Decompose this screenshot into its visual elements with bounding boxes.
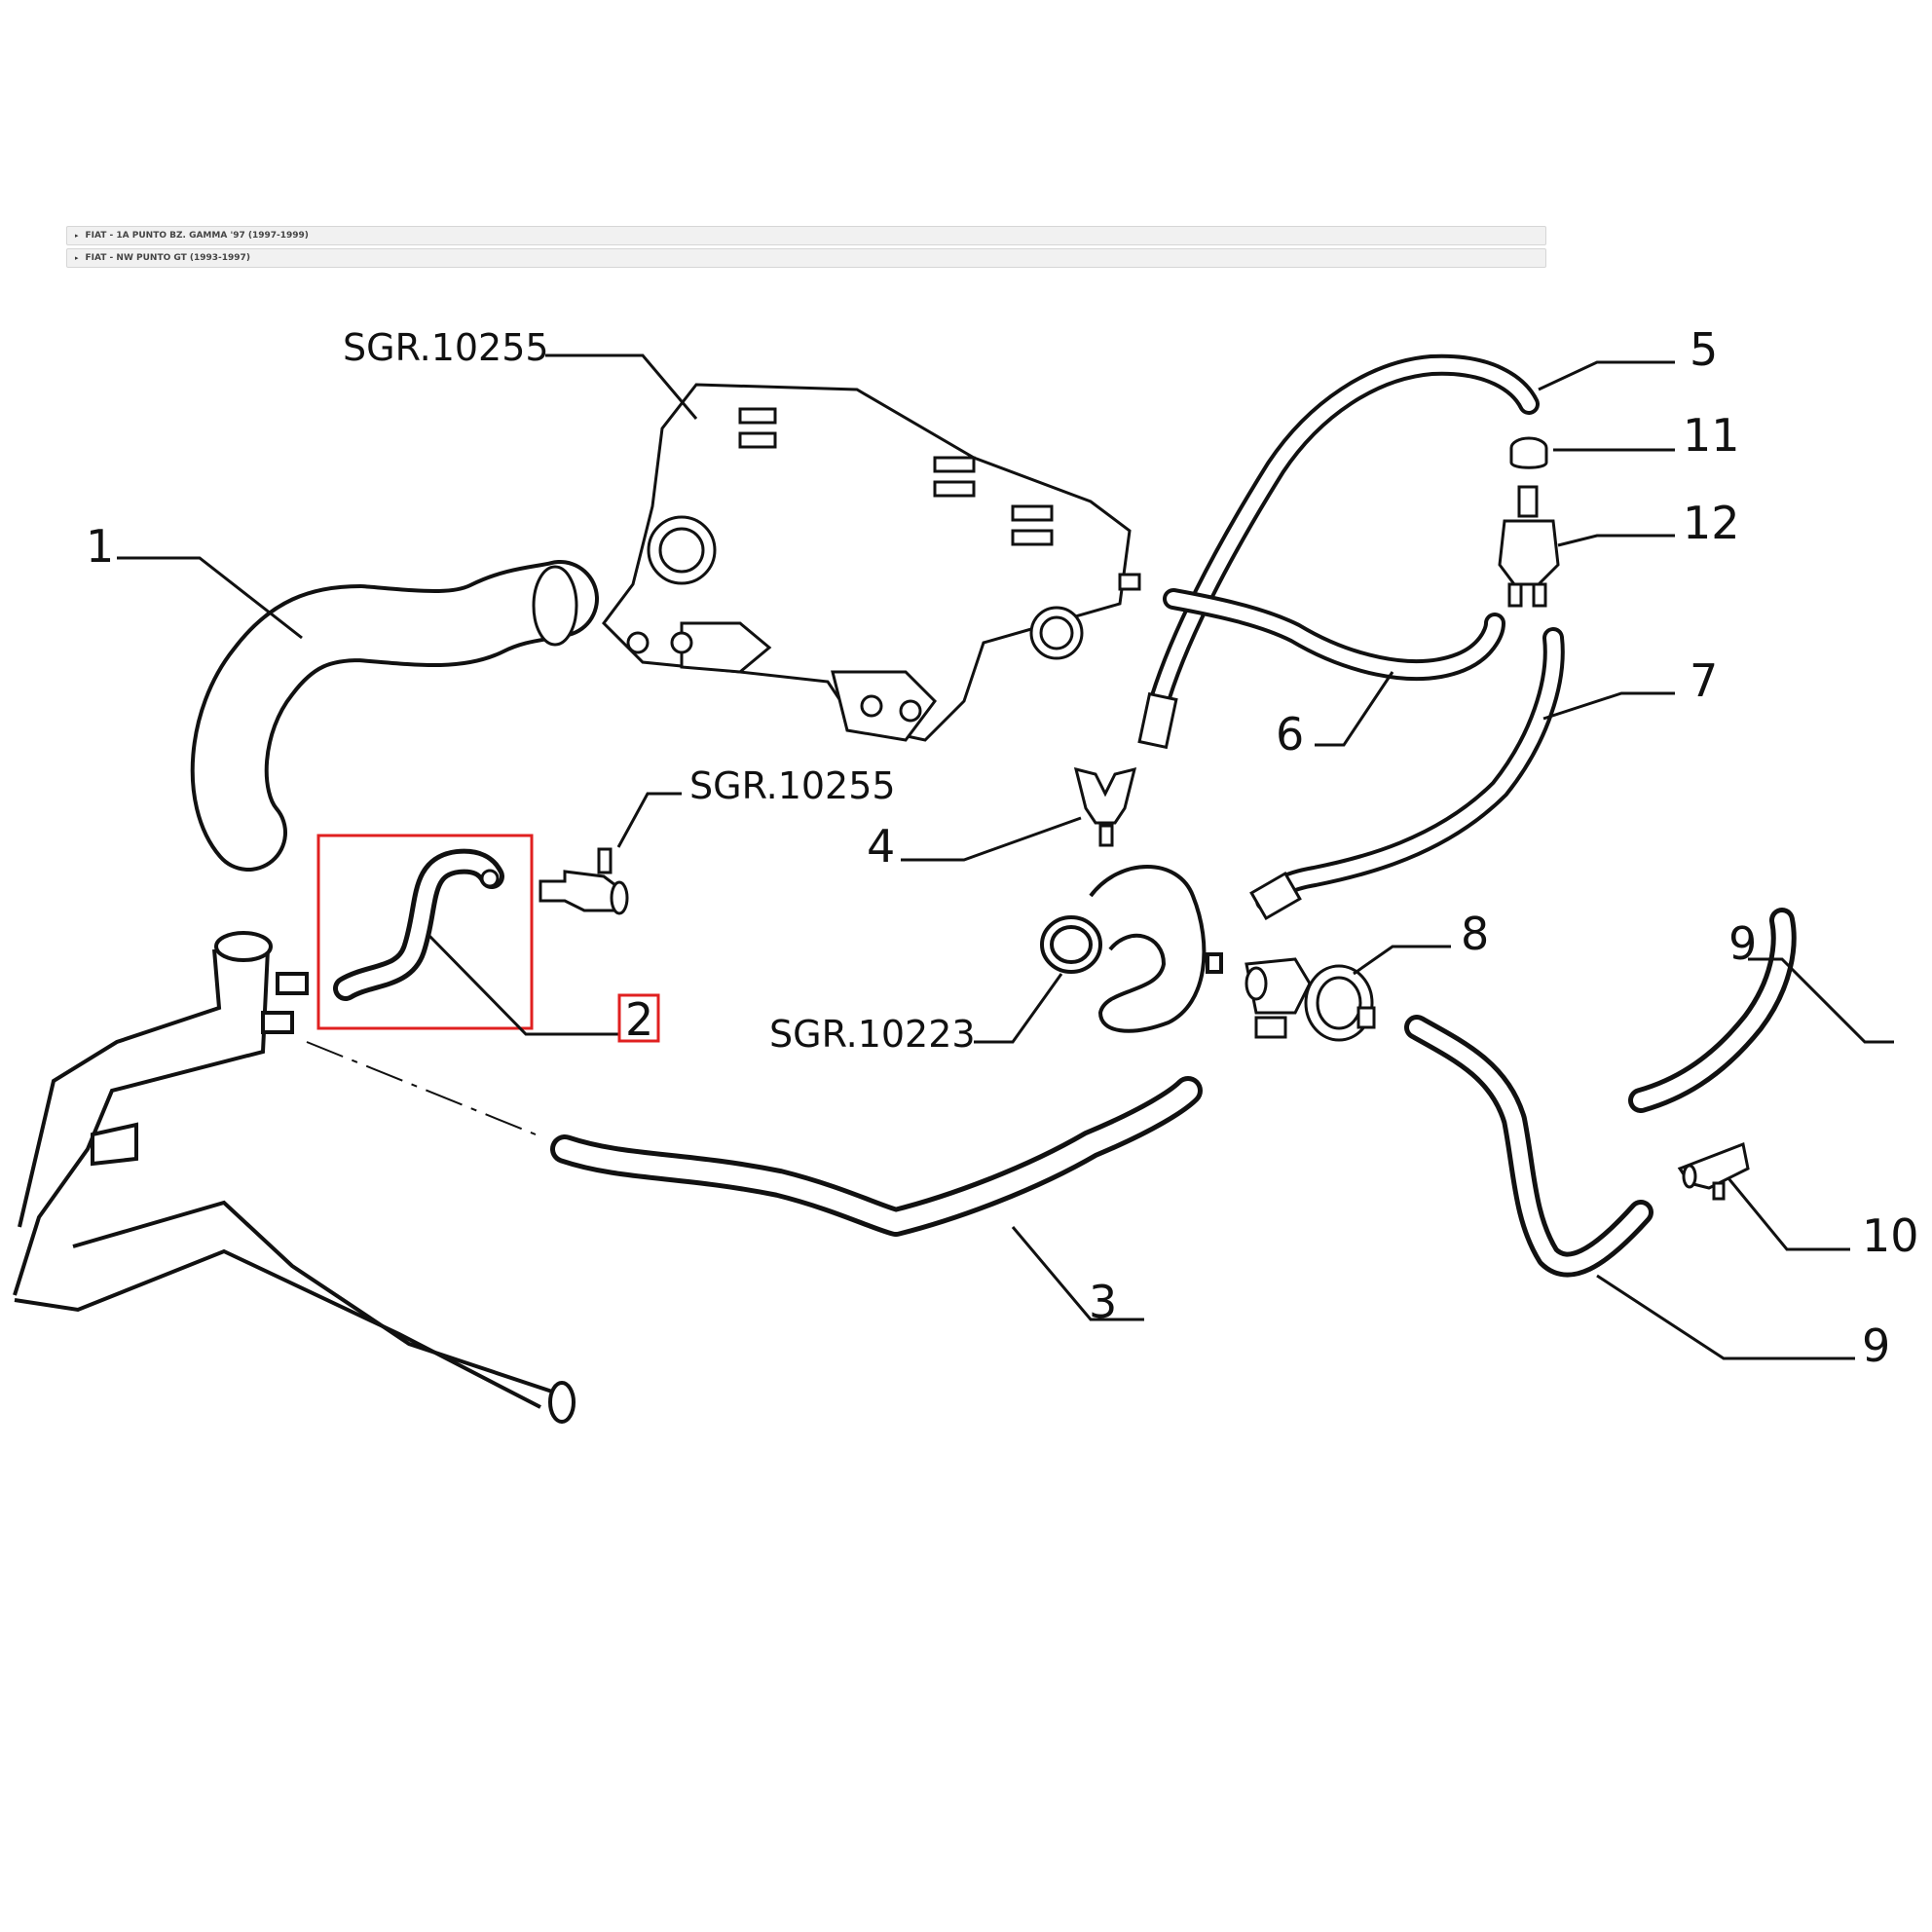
callout-7[interactable]: 7	[1690, 654, 1718, 707]
callout-3[interactable]: 3	[1089, 1276, 1117, 1328]
part-1-hose[interactable]	[190, 560, 599, 872]
part-8-valve[interactable]	[1245, 957, 1376, 1042]
fitting-t-piece[interactable]	[539, 847, 629, 915]
part-4-clamp[interactable]	[1073, 766, 1137, 847]
part-9-hose-lower[interactable]	[1404, 1015, 1653, 1278]
part-5-hose[interactable]	[1137, 353, 1540, 750]
ref-sgr-10255-top: SGR.10255	[343, 326, 549, 369]
callout-1[interactable]: 1	[86, 520, 114, 573]
callout-9-lower[interactable]: 9	[1862, 1319, 1890, 1372]
part-11-bushing[interactable]	[1509, 436, 1548, 469]
part-2-highlight-box	[316, 834, 534, 1030]
catalog-bar-label: FIAT - 1A PUNTO BZ. GAMMA '97 (1997-1999…	[85, 231, 309, 241]
callout-9-upper[interactable]: 9	[1728, 917, 1757, 970]
part-12-valve[interactable]	[1498, 485, 1560, 608]
ref-sgr-10255-mid: SGR.10255	[689, 764, 896, 807]
catalog-bar-punto-97[interactable]: ▸ FIAT - 1A PUNTO BZ. GAMMA '97 (1997-19…	[66, 226, 1546, 245]
callout-4[interactable]: 4	[867, 820, 895, 873]
intake-manifold-drawing	[602, 383, 1141, 742]
left-pipe-assembly	[13, 931, 576, 1424]
corrugated-hose[interactable]	[1040, 865, 1223, 1033]
callout-10[interactable]: 10	[1862, 1209, 1919, 1262]
caret-right-icon: ▸	[75, 232, 79, 240]
callout-6[interactable]: 6	[1276, 708, 1304, 761]
callout-12[interactable]: 12	[1683, 497, 1740, 549]
leader-lines	[117, 353, 1894, 1360]
callout-2[interactable]: 2	[625, 993, 653, 1046]
part-2-hose[interactable]	[333, 848, 504, 1001]
part-7-hose[interactable]	[1249, 627, 1565, 921]
callout-2-highlight	[617, 993, 660, 1043]
ref-sgr-10223: SGR.10223	[769, 1013, 976, 1056]
part-6-hose[interactable]	[1163, 588, 1505, 682]
callout-8[interactable]: 8	[1461, 908, 1489, 960]
part-3-hose[interactable]	[550, 1076, 1203, 1237]
caret-right-icon: ▸	[75, 254, 79, 262]
part-9-hose-upper[interactable]	[1628, 908, 1797, 1113]
catalog-bar-label: FIAT - NW PUNTO GT (1993-1997)	[85, 253, 250, 263]
callout-5[interactable]: 5	[1690, 323, 1718, 376]
catalog-bar-punto-gt[interactable]: ▸ FIAT - NW PUNTO GT (1993-1997)	[66, 248, 1546, 268]
callout-11[interactable]: 11	[1683, 409, 1740, 462]
